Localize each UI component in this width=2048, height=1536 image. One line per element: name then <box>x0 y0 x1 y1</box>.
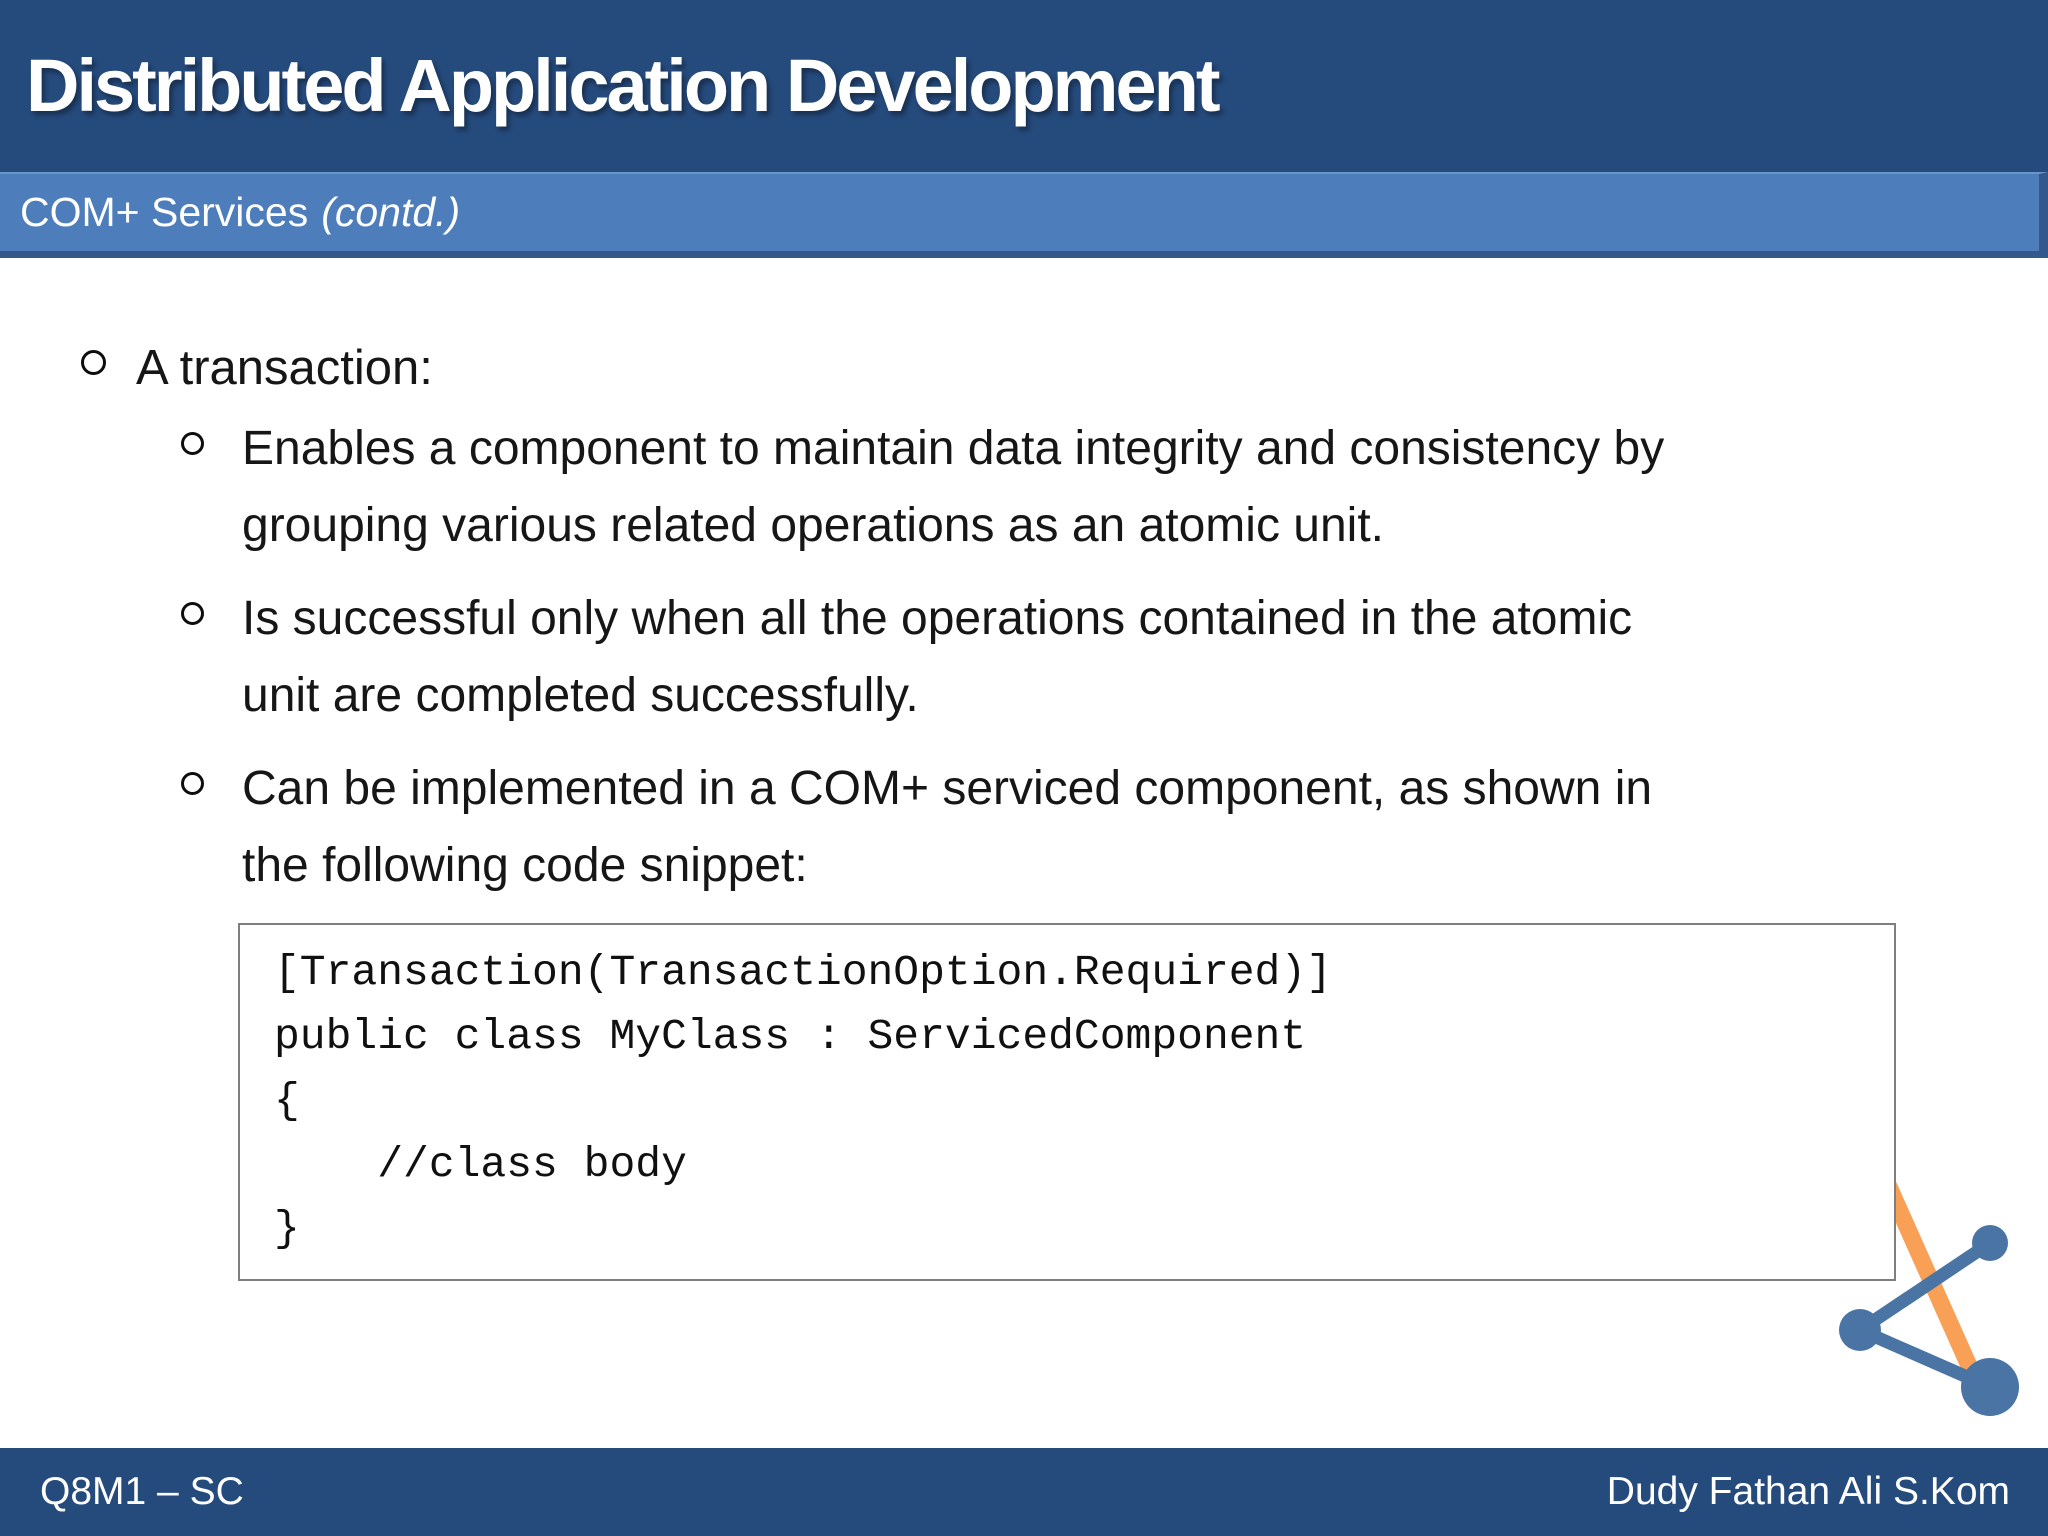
bullet-level2-text: Enables a component to maintain data int… <box>242 422 1665 552</box>
logo-node <box>1972 1225 2008 1261</box>
bullet-circle-icon <box>181 772 204 795</box>
footer-course-code: Q8M1 – SC <box>40 1470 244 1513</box>
bullet-level2-item: Enables a component to maintain data int… <box>181 410 1664 564</box>
bullet-circle-icon <box>181 432 204 455</box>
slide-title: Distributed Application Development <box>26 44 1220 127</box>
code-snippet-box: [Transaction(TransactionOption.Required)… <box>238 923 1896 1281</box>
logo-node <box>1961 1358 2019 1416</box>
bullet-level1: A transaction: <box>81 330 433 407</box>
bullet-circle-icon <box>181 602 204 625</box>
bullet-level2-text: Can be implemented in a COM+ serviced co… <box>242 762 1653 892</box>
bullet-circle-icon <box>81 350 106 375</box>
footer-author: Dudy Fathan Ali S.Kom <box>1606 1470 2010 1513</box>
footer-bar: Q8M1 – SC Dudy Fathan Ali S.Kom <box>0 1448 2048 1536</box>
bullet-level2-item: Can be implemented in a COM+ serviced co… <box>181 750 1652 904</box>
bullet-level2-item: Is successful only when all the operatio… <box>181 580 1632 734</box>
logo-node <box>1839 1309 1881 1351</box>
subheader-contd-label: (contd.) <box>321 189 461 235</box>
bullet-level1-text: A transaction: <box>136 341 433 395</box>
title-bar: Distributed Application Development <box>0 0 2048 172</box>
bullet-level2-text: Is successful only when all the operatio… <box>242 592 1633 722</box>
code-snippet-text: [Transaction(TransactionOption.Required)… <box>274 948 1332 1253</box>
subheader-band: COM+ Services (contd.) <box>0 172 2048 258</box>
logo-blue-connector <box>1856 1237 1994 1336</box>
subheader-label: COM+ Services <box>20 189 309 235</box>
